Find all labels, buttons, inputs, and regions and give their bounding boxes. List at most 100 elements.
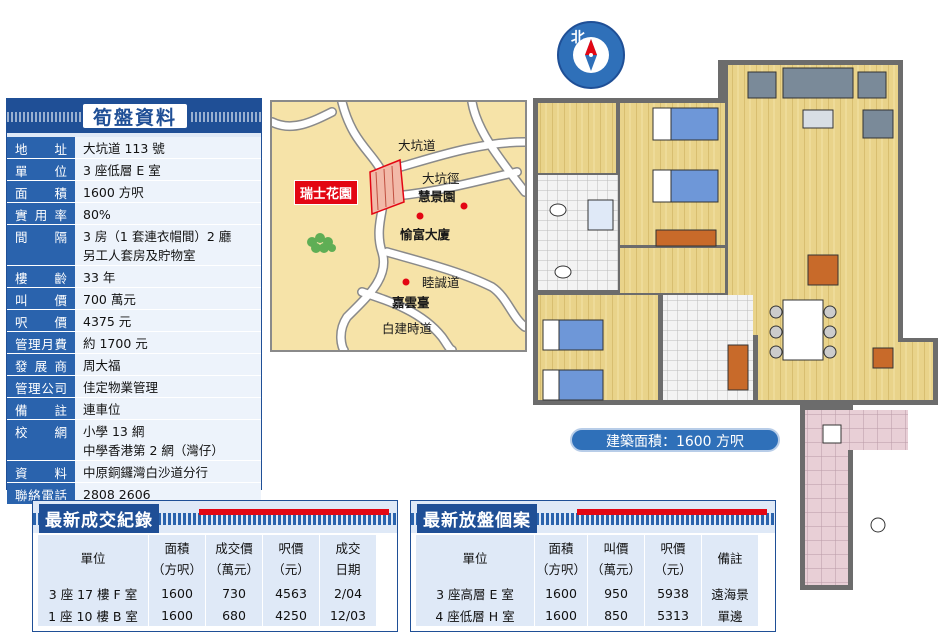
info-row-value-line: 80% — [83, 207, 111, 222]
header-red-bar — [199, 509, 389, 515]
table-cell: 1600 — [534, 582, 588, 604]
road-label-tai-hang: 大坑道 — [398, 138, 436, 153]
table-header-row: 單位面積（方呎）叫價（萬元）呎價（元）備註 — [416, 535, 758, 582]
info-row: 管理月費約 1700 元 — [7, 332, 261, 354]
info-row-label: 管理公司 — [7, 376, 75, 397]
table-cell: 1600 — [148, 604, 206, 626]
info-row-label: 聯絡電話 — [7, 483, 75, 504]
table-cell: 4 座低層 H 室 — [416, 604, 535, 626]
info-row-value: 大坑道 113 號 — [75, 137, 261, 158]
column-header: 叫價（萬元） — [587, 535, 645, 582]
info-row-value: 80% — [75, 203, 261, 224]
info-row-label: 叫價 — [7, 288, 75, 309]
table-cell: 1600 — [534, 604, 588, 626]
info-row-value-line: 大坑道 113 號 — [83, 141, 165, 156]
column-header-line: （方呎） — [535, 561, 586, 577]
info-row-value-line: 2808 2606 — [83, 487, 151, 502]
header-red-bar — [577, 509, 767, 515]
info-row-label: 校網 — [7, 420, 75, 460]
table-cell: 5938 — [644, 582, 702, 604]
info-row-label: 資料 — [7, 461, 75, 482]
info-row-value-line: 連車位 — [83, 402, 121, 417]
column-header: 單位 — [38, 535, 149, 582]
info-row-value: 連車位 — [75, 398, 261, 419]
info-row-label: 地址 — [7, 137, 75, 158]
table-header-row: 單位面積（方呎）成交價（萬元）呎價（元）成交日期 — [38, 535, 376, 582]
info-row: 發展商周大福 — [7, 354, 261, 376]
column-header-line: 面積 — [164, 540, 190, 556]
road-label-mok-shing: 睦誠道 — [422, 275, 460, 290]
column-header-line: 成交 — [335, 540, 361, 556]
table-cell: 2/04 — [333, 585, 363, 601]
road-label-pak-kin: 白建時道 — [382, 321, 433, 336]
info-row-value: 1600 方呎 — [75, 181, 261, 202]
table-cell: 遠海景 — [711, 586, 749, 602]
info-row-value: 4375 元 — [75, 310, 261, 331]
column-header-line: 呎價 — [660, 540, 686, 556]
info-row: 資料中原銅鑼灣白沙道分行 — [7, 461, 261, 483]
column-header: 面積 （方呎） — [148, 535, 206, 582]
toilet-icon — [549, 199, 886, 533]
info-row-value: 2808 2606 — [75, 483, 261, 504]
info-row-value-line: 3 座低層 E 室 — [83, 163, 161, 178]
info-row-value-line: 1600 方呎 — [83, 185, 144, 200]
column-header-line: （元） — [654, 561, 692, 577]
info-row: 管理公司佳定物業管理 — [7, 376, 261, 398]
info-row-value: 佳定物業管理 — [75, 376, 261, 397]
road-label-tai-hang-path: 大坑徑 — [422, 171, 460, 186]
info-row: 地址大坑道 113 號 — [7, 137, 261, 159]
table-cell: 680 — [205, 604, 263, 626]
info-title-bar: 筍盤資料 — [7, 99, 261, 133]
info-row-value-line: 約 1700 元 — [83, 336, 148, 351]
compass-needle-icon — [585, 39, 597, 71]
info-row: 樓齡 33 年 — [7, 266, 261, 288]
column-header: 面積（方呎） — [534, 535, 588, 582]
info-title: 筍盤資料 — [81, 102, 189, 130]
trees-icon — [307, 233, 336, 253]
column-header-line: （方呎） — [151, 561, 202, 577]
info-row-value-line: 周大福 — [83, 358, 121, 373]
info-row-value: 33 年 — [75, 266, 261, 287]
floor-plan — [533, 60, 938, 590]
recent-deals-title: 最新成交紀錄 — [39, 504, 159, 533]
info-row-value: 小學 13 網中學香港第 2 網（灣仔） — [75, 420, 261, 460]
column-header: 成交日期 — [320, 535, 377, 582]
compass-icon: 北 — [557, 21, 625, 89]
info-row-value-line: 另工人套房及貯物室 — [83, 248, 196, 263]
table-cell: 12/03 — [329, 607, 367, 623]
listings-header: 最新放盤個案 — [411, 501, 775, 533]
location-map: 瑞士花園 大坑道 大坑徑 慧景園 愉富大廈 睦誠道 嘉雲臺 白建時道 — [270, 100, 527, 352]
table-cell: 4563 — [262, 582, 320, 604]
gross-area-badge: 建築面積：1600 方呎 — [570, 428, 780, 452]
column-header-line: 單位 — [462, 551, 488, 566]
info-row-value: 周大福 — [75, 354, 261, 375]
info-row-label: 發展商 — [7, 354, 75, 375]
sofa-icon — [747, 67, 894, 139]
info-row-label: 樓齡 — [7, 266, 75, 287]
estate-building-icon — [369, 158, 405, 216]
location-marker-icon — [402, 202, 468, 286]
info-row-label: 呎價 — [7, 310, 75, 331]
table-cell: 950 — [587, 582, 645, 604]
column-header-line: 叫價 — [603, 540, 629, 556]
info-row-value-line: 3 房（1 套連衣帽間）2 廳 — [83, 229, 232, 244]
info-row: 校網小學 13 網中學香港第 2 網（灣仔） — [7, 420, 261, 461]
place-label-yue-fu: 愉富大廈 — [400, 227, 451, 242]
table-cell: 3 座 17 樓 F 室 — [38, 582, 149, 604]
info-row: 聯絡電話 2808 2606 — [7, 483, 261, 505]
info-row-value-line: 佳定物業管理 — [83, 380, 159, 395]
column-header: 成交價（萬元） — [205, 535, 263, 582]
table-cell: 單邊 — [717, 608, 743, 624]
info-row-value-line: 33 年 — [83, 270, 116, 285]
info-row-label: 管理月費 — [7, 332, 75, 353]
